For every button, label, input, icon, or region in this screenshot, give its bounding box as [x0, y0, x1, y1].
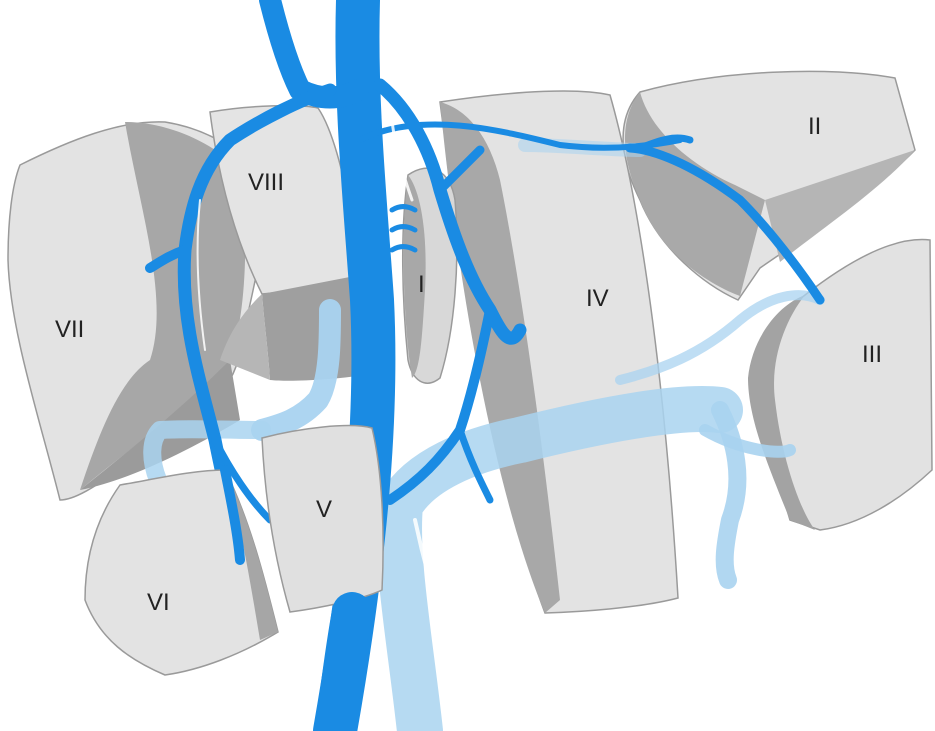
segment-III — [748, 240, 932, 530]
segment-VII-label: VII — [55, 316, 84, 343]
segment-IV-label: IV — [586, 285, 609, 312]
segment-V-label: V — [316, 496, 332, 523]
segment-II-label: II — [808, 113, 821, 140]
segment-VI-label: VI — [147, 589, 170, 616]
segment-III-label: III — [862, 341, 882, 368]
segment-I-label: I — [418, 271, 425, 298]
segment-VIII-label: VIII — [248, 169, 284, 196]
